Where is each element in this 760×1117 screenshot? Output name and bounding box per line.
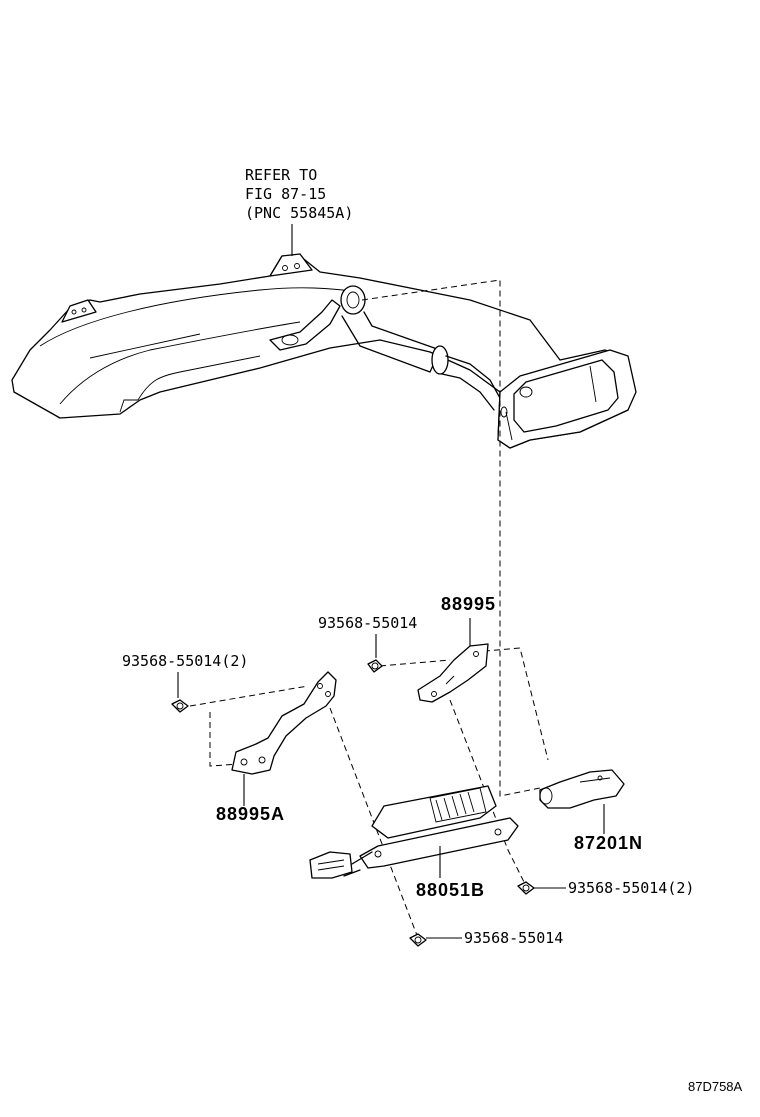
bolt-top-mid — [367, 634, 383, 673]
label-88051B: 88051B — [416, 880, 486, 900]
label-bolt-right: 93568-55014(2) — [568, 879, 695, 897]
label-87201N: 87201N — [574, 833, 644, 853]
figure-code: 87D758A — [688, 1079, 743, 1094]
refer-note-line2: FIG 87-15 — [245, 185, 327, 203]
bolt-bottom — [409, 933, 462, 947]
refer-note-line1: REFER TO — [245, 166, 318, 184]
bracket-88995 — [417, 618, 489, 703]
label-bolt-bottom: 93568-55014 — [464, 929, 564, 947]
bracket-88995A — [231, 671, 337, 806]
bolt-right — [517, 881, 566, 895]
label-88995: 88995 — [441, 594, 497, 614]
sensor-87201N — [539, 769, 625, 834]
label-bolt-left: 93568-55014(2) — [122, 652, 249, 670]
bolt-left — [171, 672, 189, 713]
label-bolt-top-mid: 93568-55014 — [318, 614, 418, 632]
label-88995A: 88995A — [216, 804, 286, 824]
refer-note-line3: (PNC 55845A) — [245, 204, 354, 222]
amplifier-88051B — [309, 785, 519, 879]
air-duct — [11, 253, 637, 449]
